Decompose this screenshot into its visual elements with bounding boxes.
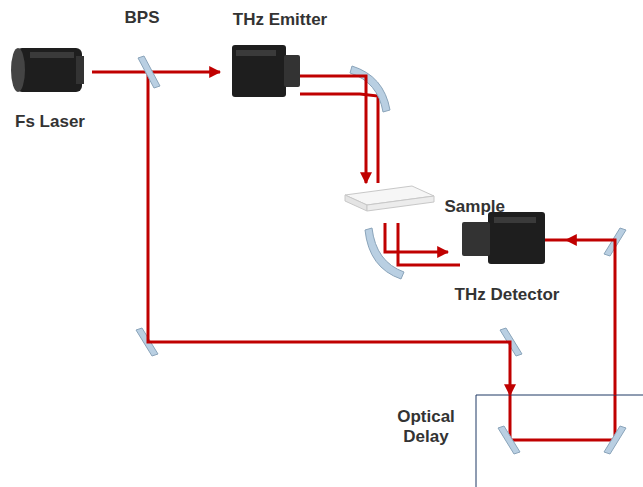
emitter-node: THz Emitter — [220, 10, 340, 100]
node-label: Optical Delay — [384, 407, 468, 446]
detector-node: THz Detector — [448, 205, 566, 305]
node-label: BPS — [122, 8, 162, 28]
node-label: THz Emitter — [220, 10, 340, 30]
node-label: Sample — [445, 197, 505, 217]
laser-beam — [340, 76, 366, 183]
parabolic-mirror — [350, 66, 390, 112]
beam — [122, 72, 615, 440]
sample-node: Sample — [340, 183, 505, 223]
thz-emitter — [232, 45, 300, 97]
thz-detector — [462, 212, 545, 264]
node-label: Fs Laser — [8, 112, 92, 132]
delay-frame — [476, 395, 643, 487]
laser-beam — [385, 223, 448, 252]
delay-region: Optical Delay — [476, 395, 643, 487]
sample-slab — [345, 186, 434, 211]
laser-node: Fs Laser — [8, 40, 92, 132]
laser-beam — [162, 71, 220, 74]
laser-beam — [92, 71, 122, 74]
beam-splitter — [138, 56, 160, 88]
splitter-node: BPS — [122, 8, 162, 93]
laser-beam — [566, 240, 615, 395]
laser-body — [11, 48, 84, 92]
node-label: THz Detector — [448, 285, 566, 305]
laser-beam — [148, 93, 510, 395]
